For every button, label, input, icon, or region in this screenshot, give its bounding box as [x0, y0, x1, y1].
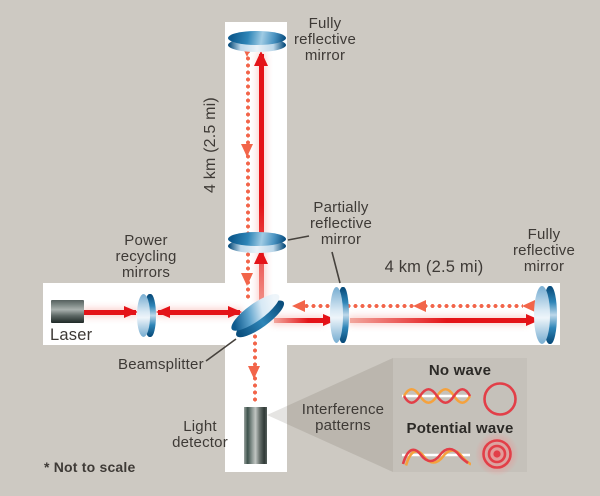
partially-reflective-mirror-horizontal-arm [330, 287, 349, 343]
laser-output-beam [84, 310, 136, 315]
return-beam-dotted-vertical [245, 48, 251, 300]
laser-beam-solid-vertical [259, 54, 264, 306]
mirror-face [330, 287, 344, 343]
dotted-arrowhead-down-icon [241, 144, 253, 157]
label-beamsplitter: Beamsplitter [118, 356, 204, 373]
label-laser: Laser [50, 326, 93, 344]
light-detector-device [244, 407, 267, 464]
potential-wave-label: Potential wave [406, 420, 514, 437]
mirror-face [228, 31, 286, 45]
return-beam-dotted-horizontal [296, 303, 523, 309]
dotted-arrowhead-left-icon [292, 300, 305, 312]
label-interference: Interference patterns [301, 401, 385, 434]
in-phase-waves-icon [401, 447, 471, 466]
partially-reflective-mirror-vertical-arm [228, 232, 286, 253]
fully-reflective-mirror-top [228, 31, 286, 52]
interference-patterns-inset: No wave Potential wave [393, 358, 527, 476]
solid-arrowhead-up-icon [254, 51, 268, 66]
label-power-recycling: Power recycling mirrors [115, 232, 177, 281]
no-wave-fringe-circle-icon [483, 382, 517, 416]
out-of-phase-waves-icon [402, 388, 471, 404]
fully-reflective-mirror-right [534, 286, 557, 344]
label-not-to-scale: * Not to scale [44, 459, 136, 475]
beam-to-partial-mirror [274, 318, 323, 323]
mirror-body [337, 287, 349, 343]
beam-to-right-mirror [350, 318, 526, 323]
mirror-face [137, 294, 151, 337]
solid-arrowhead-right-icon [124, 306, 138, 318]
dotted-arrowhead-down-icon [241, 273, 253, 286]
power-recycling-mirror [137, 294, 156, 337]
label-right-mirror: Fully reflective mirror [512, 226, 576, 275]
label-top-mirror: Fully reflective mirror [293, 15, 357, 64]
no-wave-label: No wave [428, 362, 492, 379]
dotted-arrowhead-left-icon [522, 300, 535, 312]
label-light-detector: Light detector [172, 418, 228, 451]
dotted-arrowhead-down-icon [248, 366, 260, 379]
dotted-arrowhead-left-icon [413, 300, 426, 312]
mirror-face [228, 232, 286, 246]
potential-wave-fringe-bullseye-icon [475, 432, 519, 476]
recycling-cavity-beam [158, 310, 240, 315]
solid-arrowhead-left-icon [156, 306, 170, 318]
label-vertical-arm-length: 4 km (2.5 mi) [202, 97, 219, 193]
label-horizontal-arm-length: 4 km (2.5 mi) [384, 258, 484, 276]
mirror-face [534, 286, 551, 344]
label-partial-mirror: Partially reflective mirror [309, 199, 373, 248]
mirror-body [144, 294, 156, 337]
laser-device [51, 300, 84, 323]
